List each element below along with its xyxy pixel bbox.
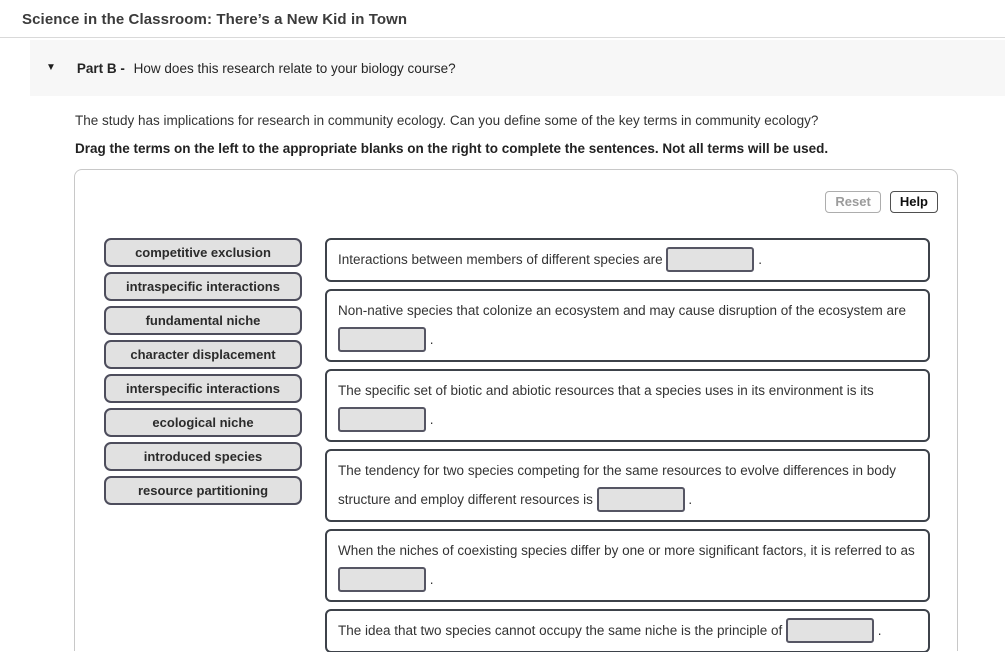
term-chip[interactable]: resource partitioning xyxy=(104,476,302,505)
sentence-period: . xyxy=(877,623,882,638)
term-chip[interactable]: interspecific interactions xyxy=(104,374,302,403)
term-chip[interactable]: fundamental niche xyxy=(104,306,302,335)
activity-toolbar: Reset Help xyxy=(75,170,957,213)
sentence-period: . xyxy=(758,252,762,267)
instructions: The study has implications for research … xyxy=(75,113,1005,156)
part-b-label: Part B - xyxy=(76,60,129,76)
answer-blank[interactable] xyxy=(338,406,426,432)
activity-panel: Reset Help competitive exclusion intraspe… xyxy=(74,169,958,652)
header-divider xyxy=(0,37,1005,38)
app-header: Science in the Classroom: There’s a New … xyxy=(0,0,1005,37)
answer-blank[interactable] xyxy=(338,326,426,352)
work-area: competitive exclusion intraspecific inter… xyxy=(75,238,957,652)
sentence-box: The tendency for two species competing f… xyxy=(325,449,930,522)
sentence-text: The tendency for two species competing f… xyxy=(338,463,897,507)
sentence-period: . xyxy=(688,492,693,507)
help-button[interactable]: Help xyxy=(889,191,938,213)
term-chip[interactable]: introduced species xyxy=(104,442,302,471)
sentence-text: Non-native species that colonize an ecos… xyxy=(338,303,907,318)
term-chip[interactable]: competitive exclusion xyxy=(104,238,302,267)
sentence-box: The specific set of biotic and abiotic r… xyxy=(325,369,930,442)
sentence-period: . xyxy=(429,572,434,587)
sentence-box: Interactions between members of differen… xyxy=(325,238,930,282)
page-title: Science in the Classroom: There’s a New … xyxy=(22,11,408,28)
reset-button[interactable]: Reset xyxy=(825,191,881,213)
term-chip[interactable]: character displacement xyxy=(104,340,302,369)
sentence-text: The specific set of biotic and abiotic r… xyxy=(338,383,874,398)
term-chip[interactable]: ecological niche xyxy=(104,408,302,437)
sentence-period: . xyxy=(429,332,434,347)
answer-blank[interactable] xyxy=(786,617,875,643)
sentence-text: When the niches of coexisting species di… xyxy=(338,543,915,558)
sentence-text: The idea that two species cannot occupy … xyxy=(338,623,783,638)
intro-text: The study has implications for research … xyxy=(75,113,819,128)
part-b-header[interactable]: ▼ Part B - How does this research relate… xyxy=(30,40,1005,96)
answer-blank[interactable] xyxy=(338,566,426,592)
sentence-box: Non-native species that colonize an ecos… xyxy=(325,289,930,362)
terms-column: competitive exclusion intraspecific inter… xyxy=(104,238,302,652)
sentences-column: Interactions between members of differen… xyxy=(325,238,930,652)
answer-blank[interactable] xyxy=(596,486,685,512)
sentence-period: . xyxy=(429,412,434,427)
part-b-question: How does this research relate to your bi… xyxy=(133,60,456,76)
sentence-text: Interactions between members of differen… xyxy=(338,252,663,267)
term-chip[interactable]: intraspecific interactions xyxy=(104,272,302,301)
sentence-box: The idea that two species cannot occupy … xyxy=(325,609,930,652)
collapse-arrow-icon[interactable]: ▼ xyxy=(46,62,56,73)
sentence-box: When the niches of coexisting species di… xyxy=(325,529,930,602)
answer-blank[interactable] xyxy=(666,246,755,272)
directions-text: Drag the terms on the left to the approp… xyxy=(75,141,829,156)
